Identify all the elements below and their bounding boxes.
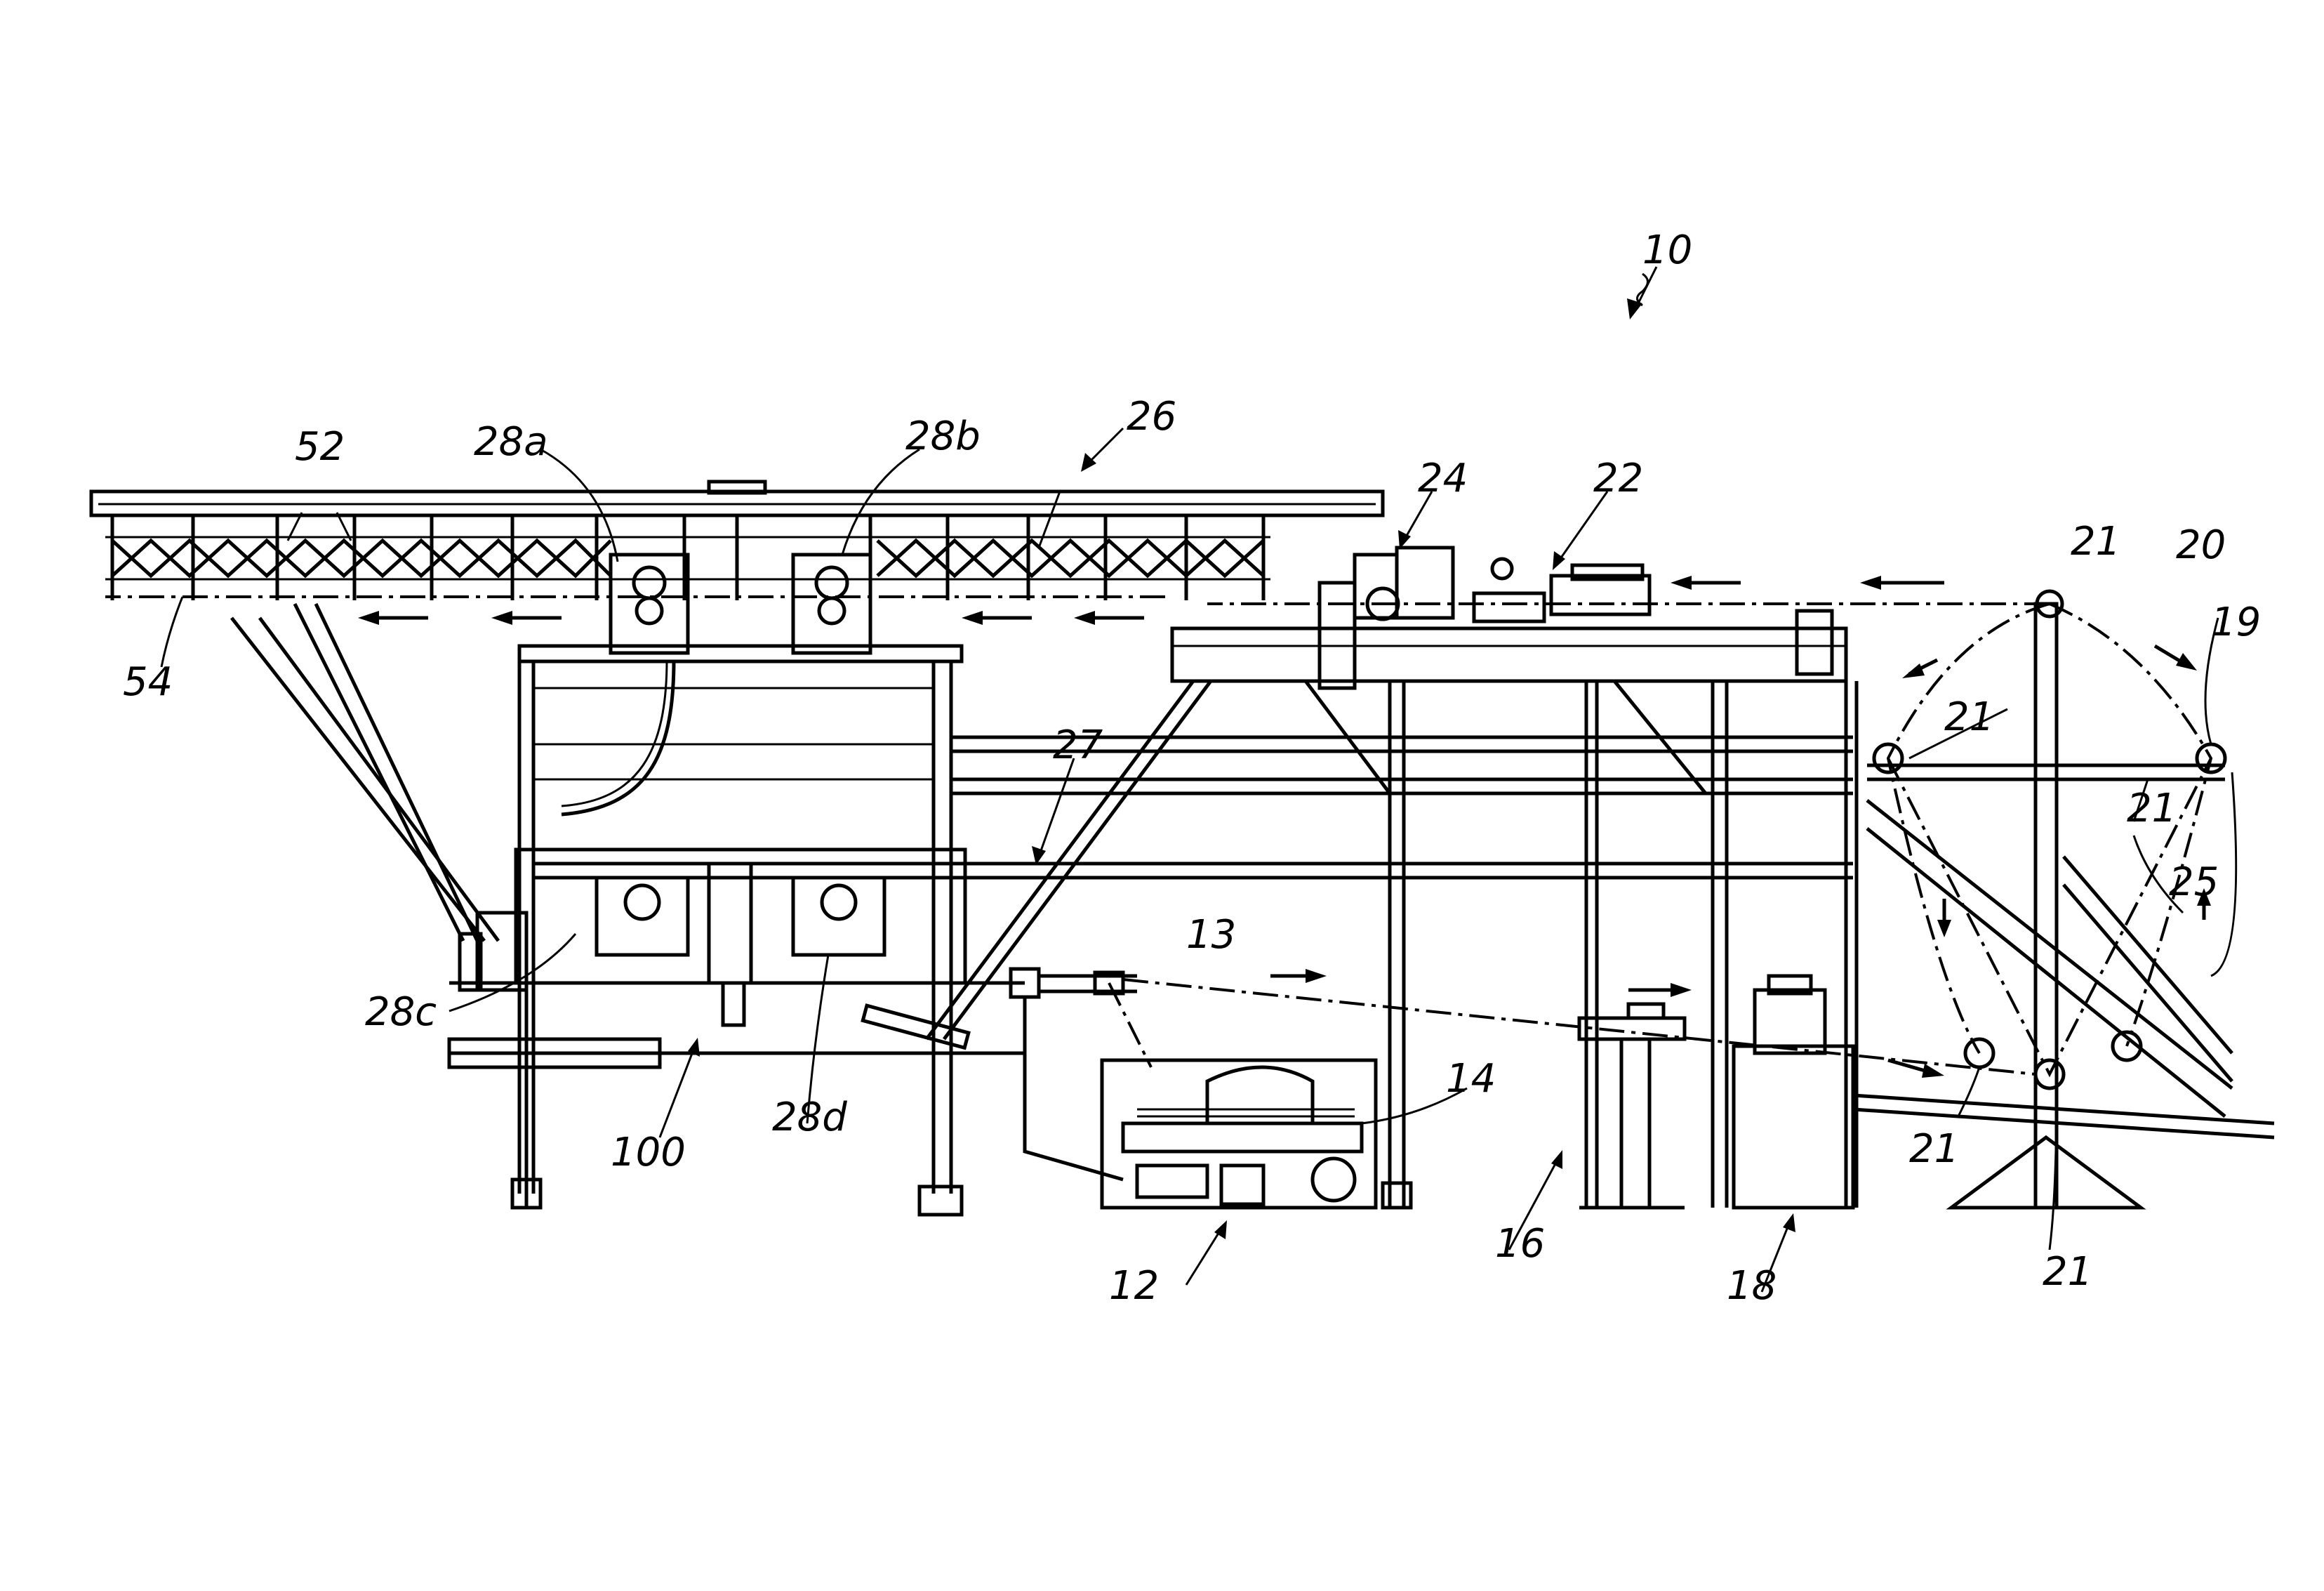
label-14: 14: [1446, 1056, 1496, 1102]
lower-station-block: [449, 850, 1025, 1215]
label-28d: 28d: [772, 1095, 847, 1140]
label-13: 13: [1186, 912, 1236, 958]
label-26: 26: [1127, 394, 1176, 440]
station-28b: [793, 555, 870, 653]
left-chute: [232, 604, 498, 941]
label-28a: 28a: [474, 419, 548, 465]
label-21-bottom-left: 21: [1909, 1126, 1959, 1172]
label-12: 12: [1109, 1263, 1159, 1309]
unit-18: [1734, 976, 1853, 1208]
label-54: 54: [123, 659, 173, 705]
label-21-left: 21: [1944, 694, 1994, 740]
label-52: 52: [295, 424, 345, 470]
label-27: 27: [1053, 722, 1103, 768]
label-20: 20: [2176, 522, 2226, 568]
label-16: 16: [1495, 1221, 1545, 1267]
label-28c: 28c: [365, 989, 437, 1035]
label-28b: 28b: [905, 414, 981, 459]
label-21-right: 21: [2127, 786, 2177, 831]
upper-main-frame: [519, 646, 962, 1194]
label-24: 24: [1418, 456, 1468, 501]
horizontal-beams: [533, 737, 1853, 878]
label-100: 100: [611, 1130, 686, 1175]
label-10: 10: [1642, 227, 1692, 273]
label-21-top: 21: [2071, 519, 2120, 565]
flow-arrows: [358, 576, 2211, 1078]
label-22: 22: [1593, 456, 1643, 501]
station-28a: [611, 555, 688, 653]
coil-unit: [1011, 969, 1376, 1208]
label-25: 25: [2169, 859, 2219, 905]
label-21-bottom: 21: [2043, 1249, 2092, 1295]
label-18: 18: [1727, 1263, 1777, 1309]
reference-labels: 10 26 28a 28b 52 54 24 22 20 21 19 21 21…: [123, 227, 2261, 1309]
top-conveyor-beam: [91, 482, 1383, 515]
label-19: 19: [2211, 600, 2261, 645]
